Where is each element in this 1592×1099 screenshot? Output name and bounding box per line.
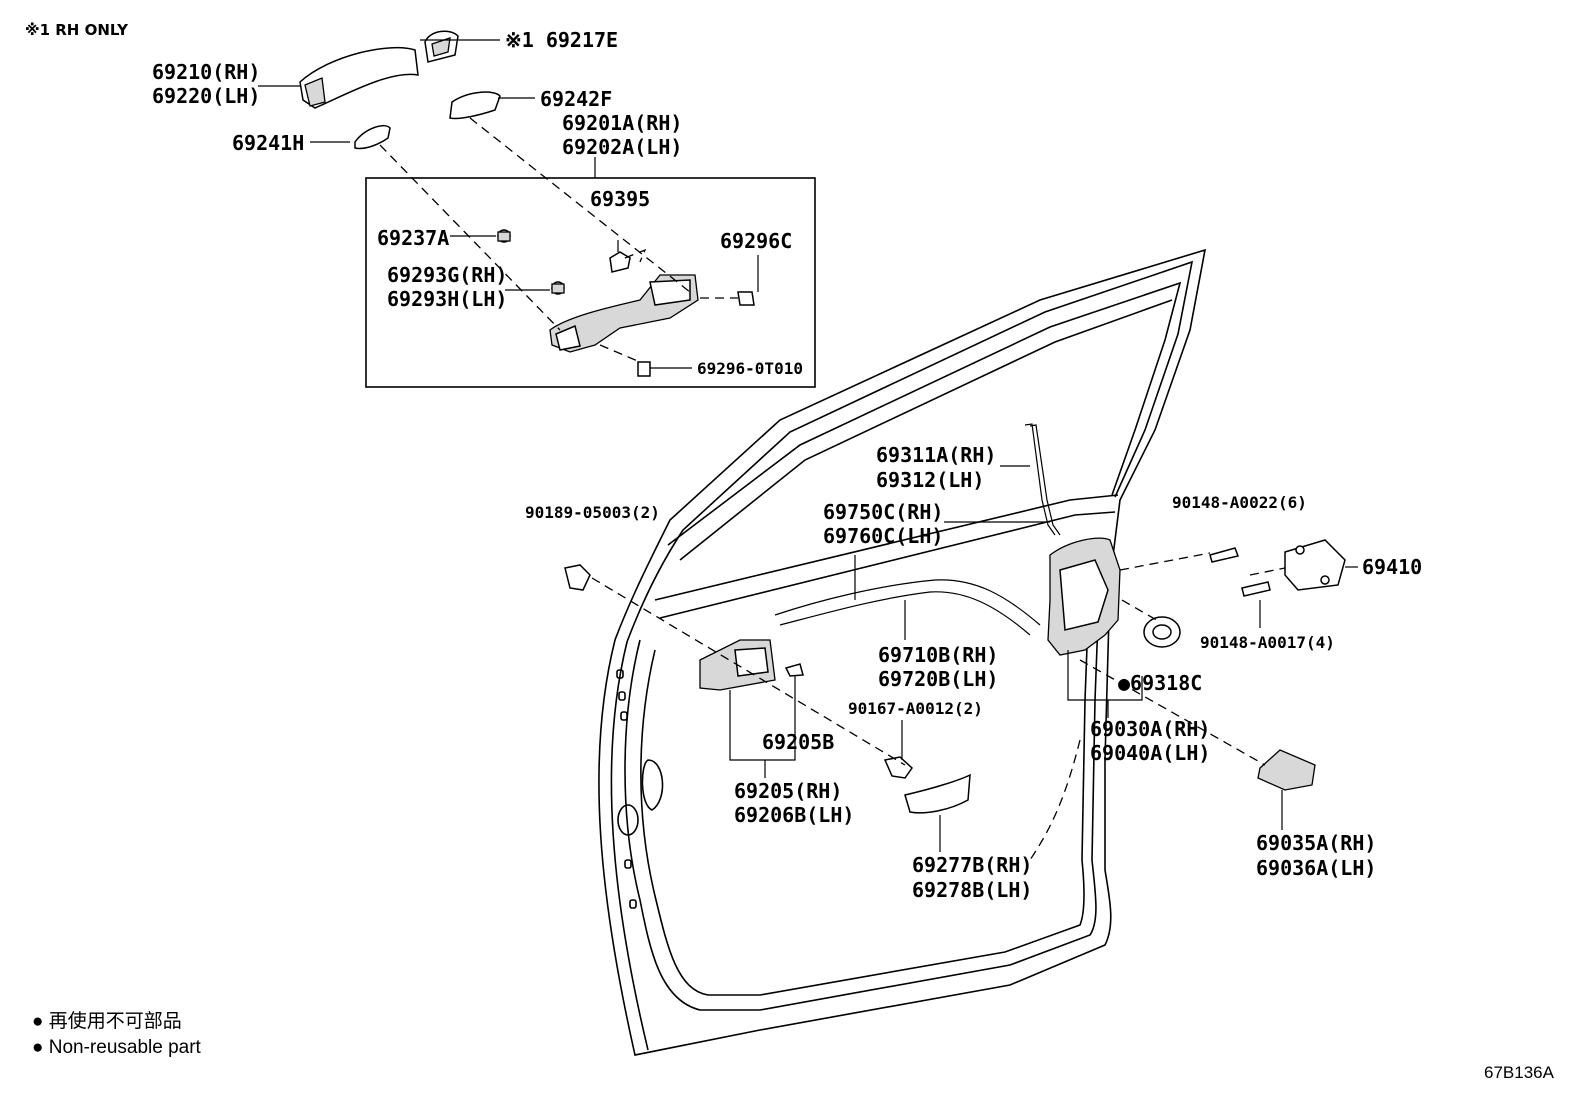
label-69040A: 69040A(LH) [1090, 741, 1210, 765]
label-90148-A0017: 90148-A0017(4) [1200, 633, 1335, 652]
label-69720B: 69720B(LH) [878, 667, 998, 691]
label-69277B: 69277B(RH) [912, 853, 1032, 877]
label-69035A: 69035A(RH) [1256, 831, 1376, 855]
label-69202A: 69202A(LH) [562, 135, 682, 159]
label-69410: 69410 [1362, 555, 1422, 579]
label-69242F: 69242F [540, 87, 612, 111]
label-69278B: 69278B(LH) [912, 878, 1032, 902]
label-69296-0T010: 69296-0T010 [697, 359, 803, 378]
label-69760C: 69760C(LH) [823, 524, 943, 548]
label-69237A: 69237A [377, 226, 449, 250]
label-69206B: 69206B(LH) [734, 803, 854, 827]
label-69293G: 69293G(RH) [387, 263, 507, 287]
label-69311A: 69311A(RH) [876, 443, 996, 467]
label-69293H: 69293H(LH) [387, 287, 507, 311]
legend-line-ja: ● 再使用不可部品 [32, 1010, 182, 1032]
label-69312: 69312(LH) [876, 468, 984, 492]
legend-line-en: ● Non-reusable part [32, 1037, 202, 1058]
handle-pad-69241H [354, 124, 391, 150]
label-90148-A0022: 90148-A0022(6) [1172, 493, 1307, 512]
label-69220: 69220(LH) [152, 84, 260, 108]
label-69395: 69395 [590, 187, 650, 211]
outside-handle [299, 46, 419, 109]
label-69217E: ※1 69217E [505, 28, 618, 52]
handle-frame-box [365, 177, 816, 388]
outside-handle-parts [299, 30, 501, 150]
label-69296C: 69296C [720, 229, 792, 253]
handle-frame-parts [497, 229, 755, 377]
label-90189: 90189-05003(2) [525, 503, 660, 522]
label-90167: 90167-A0012(2) [848, 699, 983, 718]
leader-lines [258, 39, 1358, 861]
label-69750C: 69750C(RH) [823, 500, 943, 524]
label-69030A: 69030A(RH) [1090, 717, 1210, 741]
label-69205B: 69205B [762, 730, 834, 754]
rh-only-note: ※1 RH ONLY [25, 21, 129, 39]
label-69318C: ●69318C [1118, 671, 1202, 695]
label-69710B: 69710B(RH) [878, 643, 998, 667]
door-shell [598, 248, 1207, 1056]
label-69205: 69205(RH) [734, 779, 842, 803]
figure-code: 67B136A [1484, 1063, 1555, 1082]
label-69036A: 69036A(LH) [1256, 856, 1376, 880]
label-69241H: 69241H [232, 131, 304, 155]
label-69201A: 69201A(RH) [562, 111, 682, 135]
handle-pad-69242F [449, 91, 501, 120]
label-69210: 69210(RH) [152, 60, 260, 84]
